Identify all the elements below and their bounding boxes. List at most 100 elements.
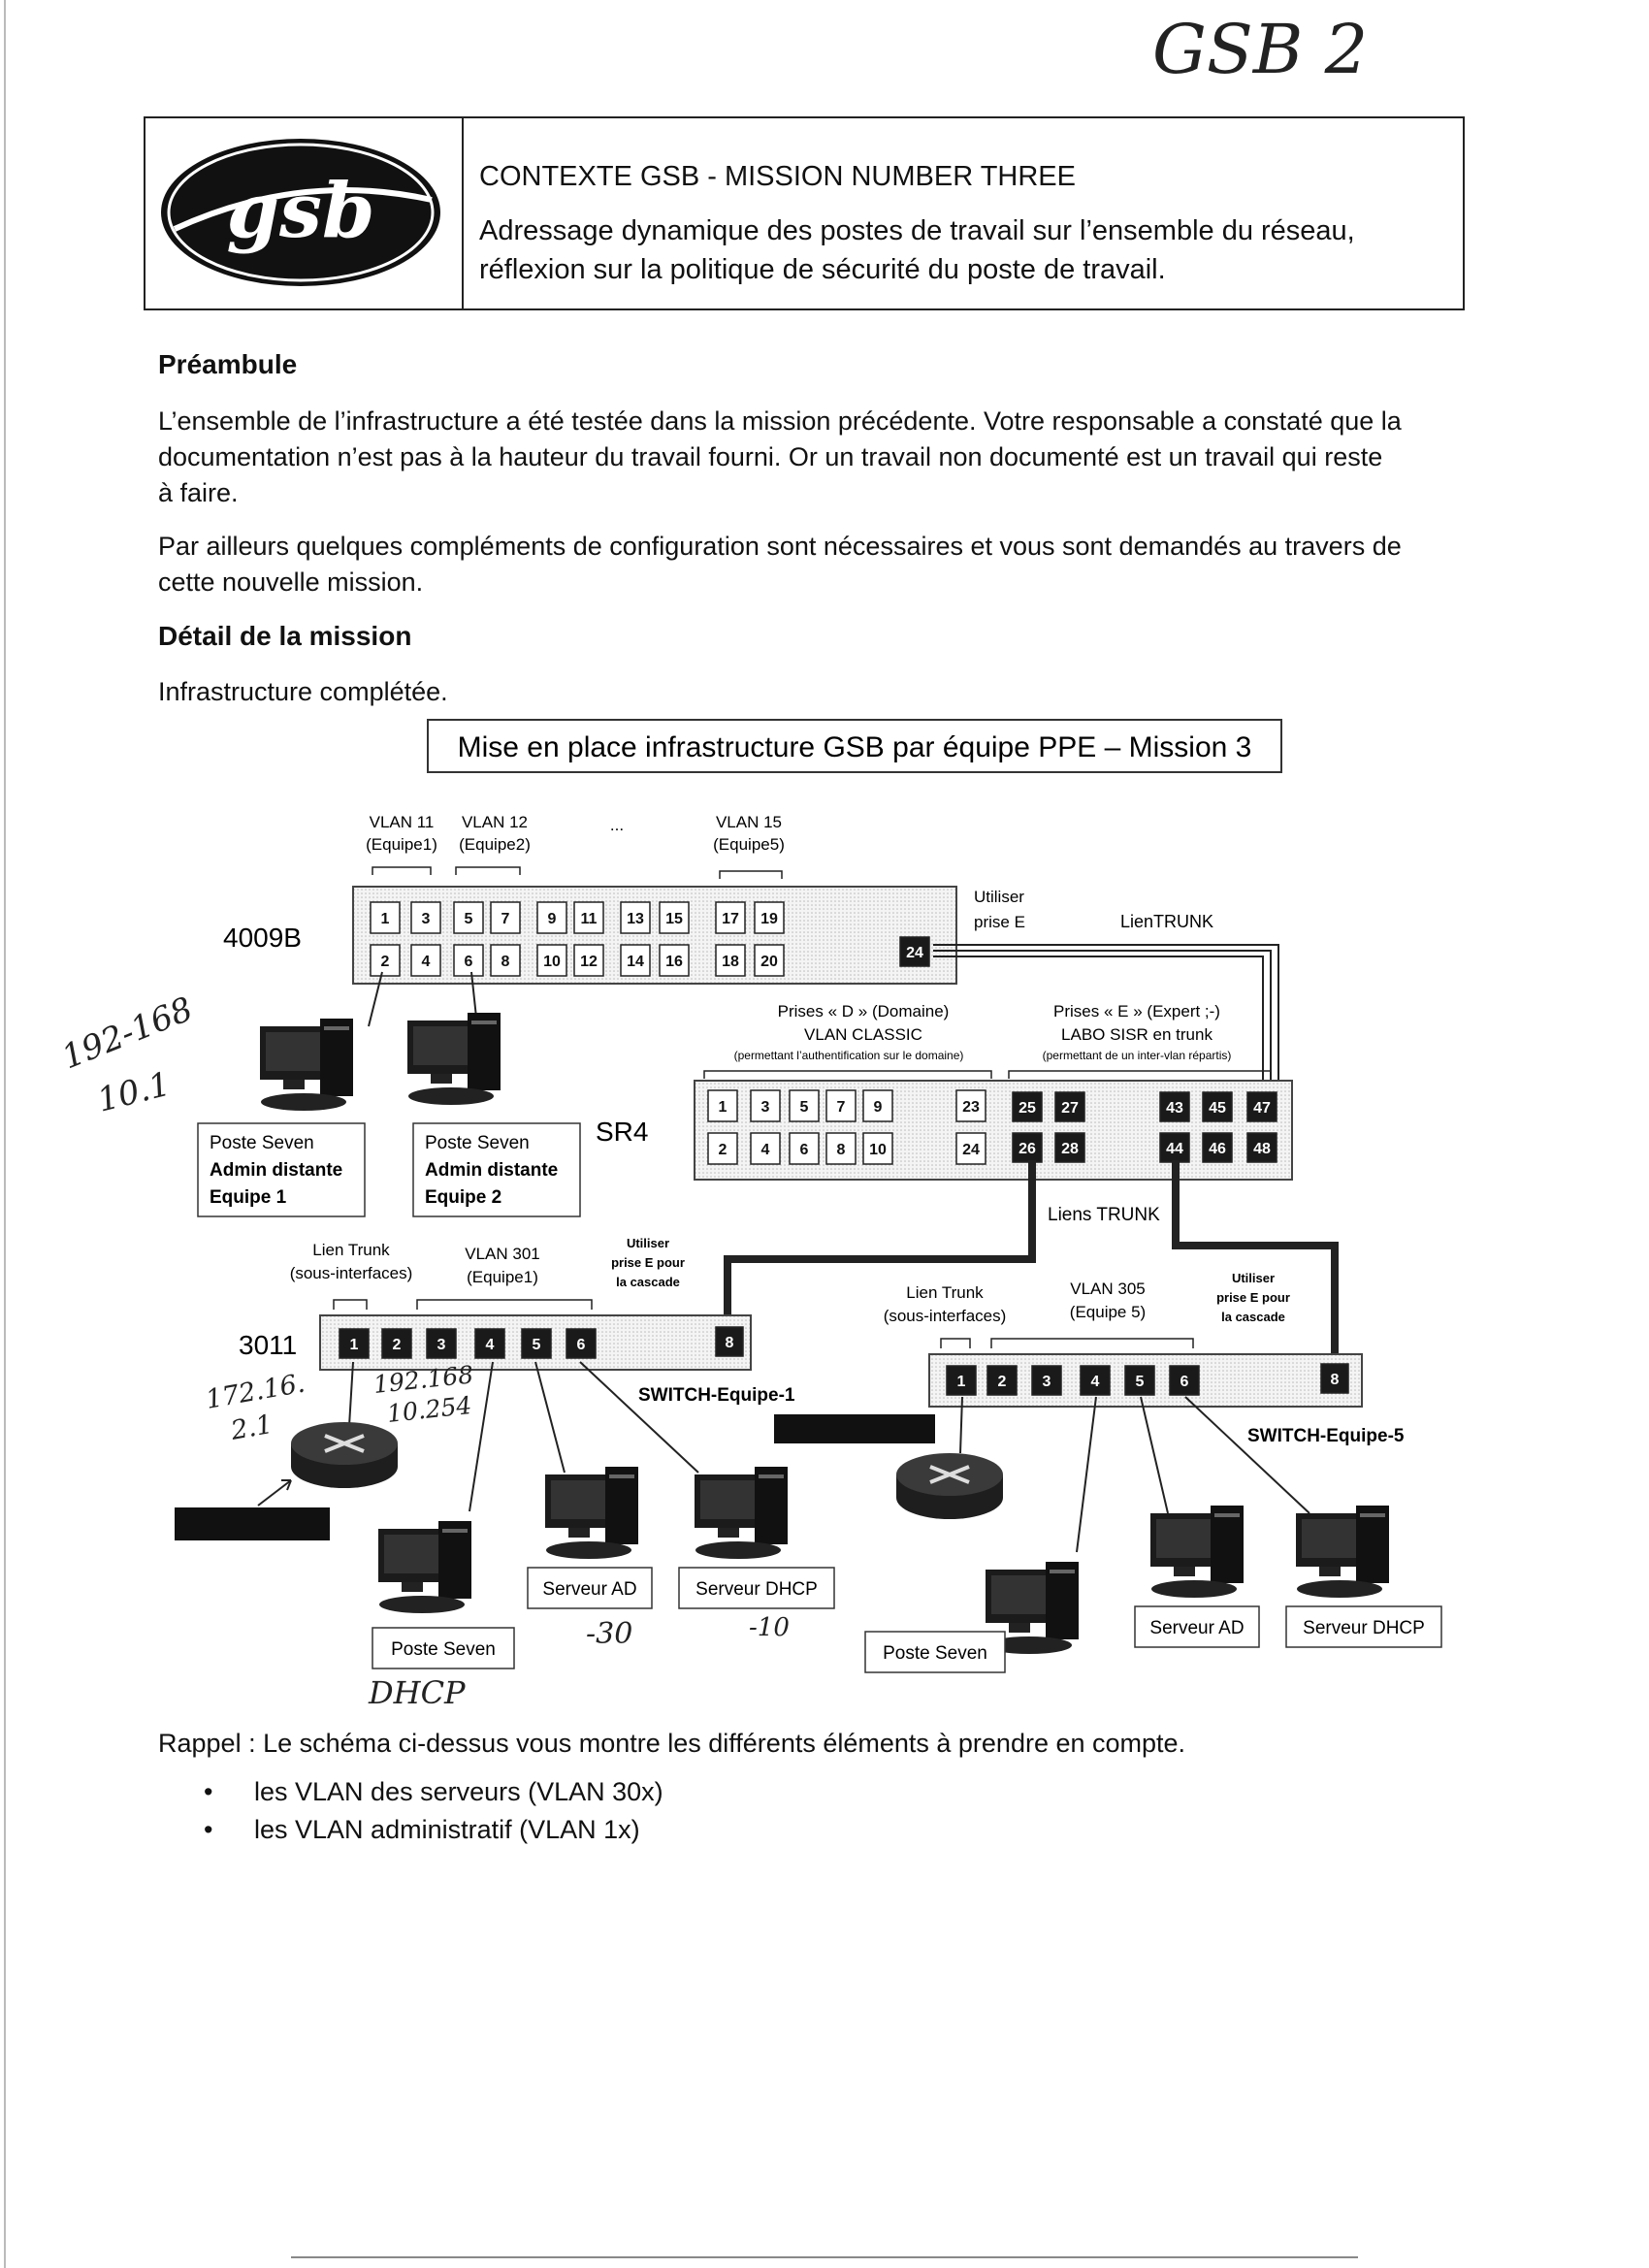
bullet-2: •	[204, 1815, 213, 1844]
port-4009b-16: 16	[665, 954, 683, 970]
network-diagram: Mise en place infrastructure GSB par équ…	[56, 719, 1442, 1707]
pc-serveur-dhcp-5	[1296, 1506, 1389, 1598]
sw5-lien-trunk: Lien Trunk	[906, 1283, 984, 1302]
port-sr4-43-box	[1159, 1091, 1190, 1122]
poste1-box	[197, 1122, 366, 1217]
hw-ip-router2: 2.1	[228, 1409, 275, 1446]
port-sw1-3: 3	[437, 1337, 446, 1353]
pc-serveur-ad-5	[1150, 1506, 1244, 1598]
port-sr4-28-box	[1054, 1132, 1085, 1163]
port-4009b-18-box	[715, 944, 746, 977]
port-sr4-7-box	[825, 1089, 857, 1122]
port-sr4-7: 7	[837, 1099, 846, 1116]
detail-intro: Infrastructure complétée.	[158, 677, 448, 706]
prises-d-label: Prises « D » (Domaine)	[778, 1002, 950, 1021]
sw1-name: SWITCH-Equipe-1	[638, 1385, 795, 1406]
router-equipe5	[894, 1451, 1005, 1521]
pc-poste-equipe1	[260, 1019, 353, 1111]
port-sw5-1-box	[946, 1365, 977, 1396]
switch-4009b-label: 4009B	[223, 923, 302, 953]
poste1-line1: Poste Seven	[210, 1133, 314, 1153]
serveur-dhcp-label: Serveur DHCP	[695, 1579, 818, 1600]
port-sr4-23-box	[955, 1089, 986, 1122]
sw1-cascade: la cascade	[616, 1275, 680, 1289]
header-box	[144, 116, 1465, 310]
port-4009b-5-box	[453, 901, 484, 934]
port-4009b-2-box	[370, 944, 401, 977]
port-sr4-4-box	[750, 1132, 781, 1165]
pc-poste-seven-1	[378, 1521, 471, 1613]
sw5-name: SWITCH-Equipe-5	[1247, 1426, 1405, 1446]
port-sr4-2: 2	[719, 1142, 728, 1158]
port-4009b-15-box	[659, 901, 690, 934]
port-4009b-7-box	[490, 901, 521, 934]
sw1-utiliser: Utiliser	[627, 1236, 669, 1250]
pc-serveur-ad-1	[545, 1467, 638, 1559]
port-sr4-10: 10	[869, 1142, 887, 1158]
hw-arrow	[257, 1479, 292, 1507]
ellipsis-label: ...	[610, 816, 624, 834]
poste1-line2: Admin distante	[210, 1160, 342, 1181]
port-sw1-4-box	[474, 1328, 505, 1359]
sw5-equipe: (Equipe 5)	[1070, 1303, 1146, 1321]
poste2-box	[412, 1122, 581, 1217]
sw5-utiliser: Utiliser	[1232, 1271, 1275, 1285]
poste-seven-5-box	[864, 1631, 1006, 1673]
port-4009b-12-box	[573, 944, 604, 977]
port-sw5-3: 3	[1043, 1374, 1051, 1390]
port-4009b-18: 18	[722, 954, 739, 970]
port-sw1-3-box	[426, 1328, 457, 1359]
trunk-4009b-sr4	[933, 944, 1279, 1092]
port-4009b-8: 8	[501, 954, 510, 970]
serveur-dhcp-5-box	[1285, 1605, 1442, 1648]
port-sw5-1: 1	[957, 1374, 966, 1390]
port-4009b-19-box	[754, 901, 785, 934]
port-4009b-12: 12	[580, 954, 598, 970]
sw1-brackets	[333, 1299, 593, 1310]
port-sr4-3: 3	[761, 1099, 770, 1116]
prises-d-note: (permettant l’authentification sur le do…	[734, 1049, 964, 1062]
port-4009b-17: 17	[722, 911, 739, 927]
port-sr4-8: 8	[837, 1142, 846, 1158]
sw1-sous-interfaces: (sous-interfaces)	[290, 1264, 413, 1282]
sw5-sous-interfaces: (sous-interfaces)	[884, 1307, 1007, 1325]
hw-ip-sw2: 10.254	[386, 1391, 473, 1428]
port-4009b-16-box	[659, 944, 690, 977]
port-sw1-2-box	[381, 1328, 412, 1359]
poste2-line3: Equipe 2	[425, 1187, 501, 1208]
vlan-brackets-top	[372, 866, 783, 879]
serveur-dhcp-5-label: Serveur DHCP	[1303, 1618, 1425, 1638]
pc-poste-equipe2	[407, 1013, 501, 1105]
port-sw1-5: 5	[533, 1337, 541, 1353]
left-scan-edge	[4, 0, 6, 2268]
detail-heading: Détail de la mission	[158, 621, 412, 651]
preambule-para2-line2: cette nouvelle mission.	[158, 567, 424, 597]
bullet-2-text: les VLAN administratif (VLAN 1x)	[254, 1815, 640, 1844]
port-sr4-28: 28	[1061, 1141, 1079, 1157]
bullet-1-text: les VLAN des serveurs (VLAN 30x)	[254, 1777, 663, 1806]
equipe1-label: (Equipe1)	[366, 835, 437, 854]
port-sr4-44: 44	[1166, 1141, 1183, 1157]
vlan11-label: VLAN 11	[370, 813, 435, 831]
port-sr4-25: 25	[1018, 1100, 1036, 1117]
port-4009b-13-box	[620, 901, 651, 934]
port-sw5-2-box	[986, 1365, 1018, 1396]
sw1-equipe: (Equipe1)	[467, 1268, 538, 1286]
port-sw5-5-box	[1124, 1365, 1155, 1396]
port-sr4-23: 23	[962, 1099, 980, 1116]
header-divider	[462, 116, 464, 308]
port-sw1-6: 6	[577, 1337, 586, 1353]
port-sr4-25-box	[1012, 1091, 1043, 1122]
port-sw5-5: 5	[1136, 1374, 1145, 1390]
port-4009b-5: 5	[465, 911, 473, 927]
port-sw1-4: 4	[486, 1337, 495, 1353]
vlan12-label: VLAN 12	[462, 813, 528, 831]
bottom-scan-edge	[291, 2256, 1358, 2258]
port-sw5-4: 4	[1091, 1374, 1100, 1390]
port-4009b-20: 20	[760, 954, 778, 970]
pc-serveur-dhcp-1	[695, 1467, 788, 1559]
poste-seven-label: Poste Seven	[391, 1639, 496, 1660]
vlan15-label: VLAN 15	[716, 813, 782, 831]
